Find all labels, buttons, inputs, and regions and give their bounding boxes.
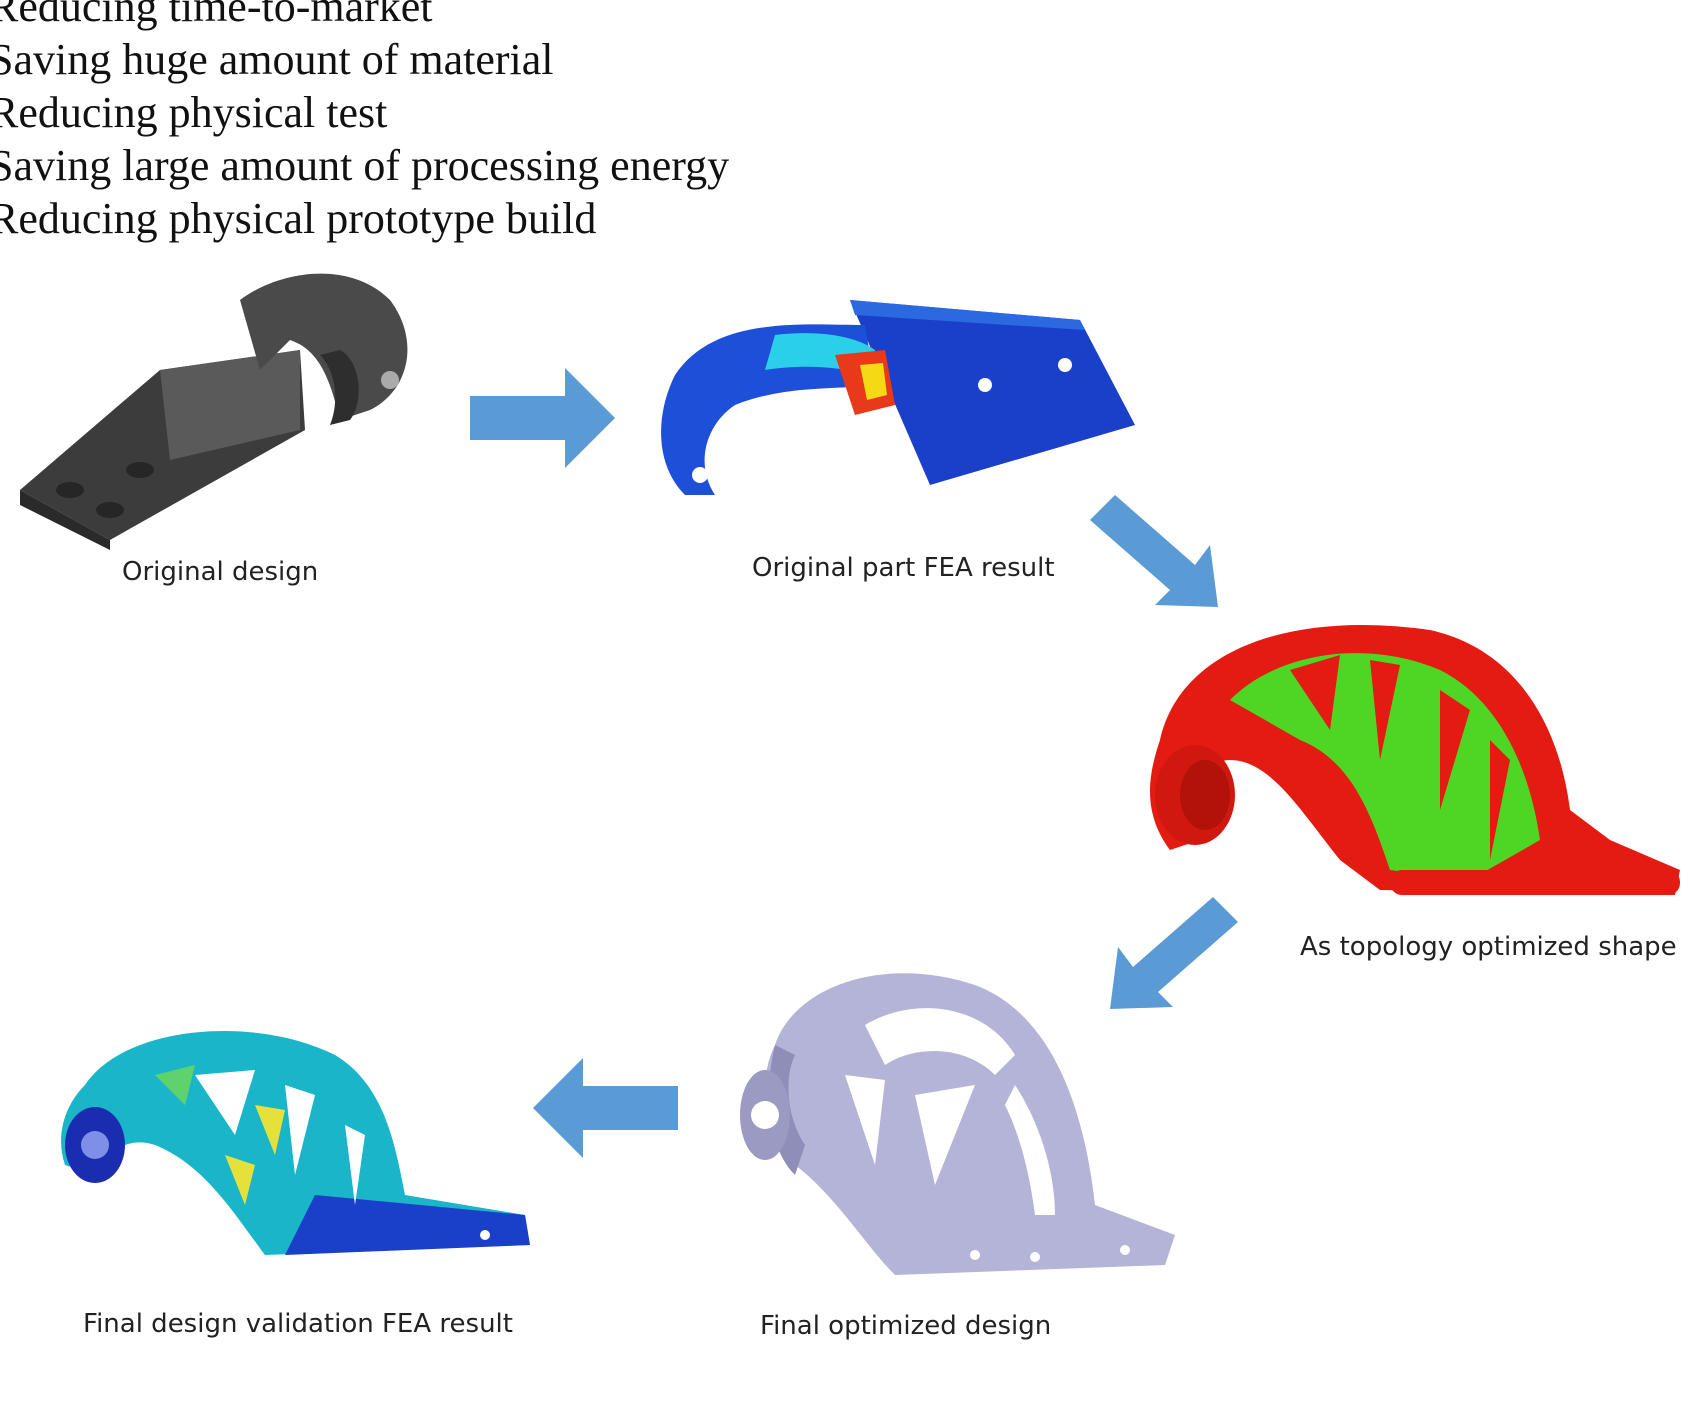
benefit-item: Reducing physical prototype build (0, 194, 597, 243)
stage-caption: Original part FEA result (752, 553, 1055, 583)
stage-caption: Final optimized design (760, 1311, 1052, 1341)
benefit-item: Reducing physical test (0, 88, 388, 137)
benefit-item: Saving large amount of processing energy (0, 141, 730, 190)
benefit-item: Reducing time-to-market (0, 0, 433, 31)
stage-caption: As topology optimized shape (1300, 932, 1677, 962)
arrow-left-icon (533, 1058, 678, 1158)
final-optimized-design-render (740, 973, 1175, 1275)
original-design-render (20, 273, 408, 550)
benefits-list: Reducing time-to-market Saving huge amou… (0, 0, 729, 245)
original-fea-render (661, 300, 1135, 495)
benefit-item: Saving huge amount of material (0, 35, 554, 84)
stage-caption: Final design validation FEA result (83, 1309, 513, 1339)
topology-optimized-render (1150, 624, 1680, 895)
arrow-right-icon (470, 368, 615, 468)
arrow-down-right-icon (1090, 495, 1218, 607)
stage-caption: Original design (122, 557, 319, 587)
validation-fea-render (61, 1031, 530, 1255)
arrow-down-left-icon (1110, 897, 1238, 1009)
